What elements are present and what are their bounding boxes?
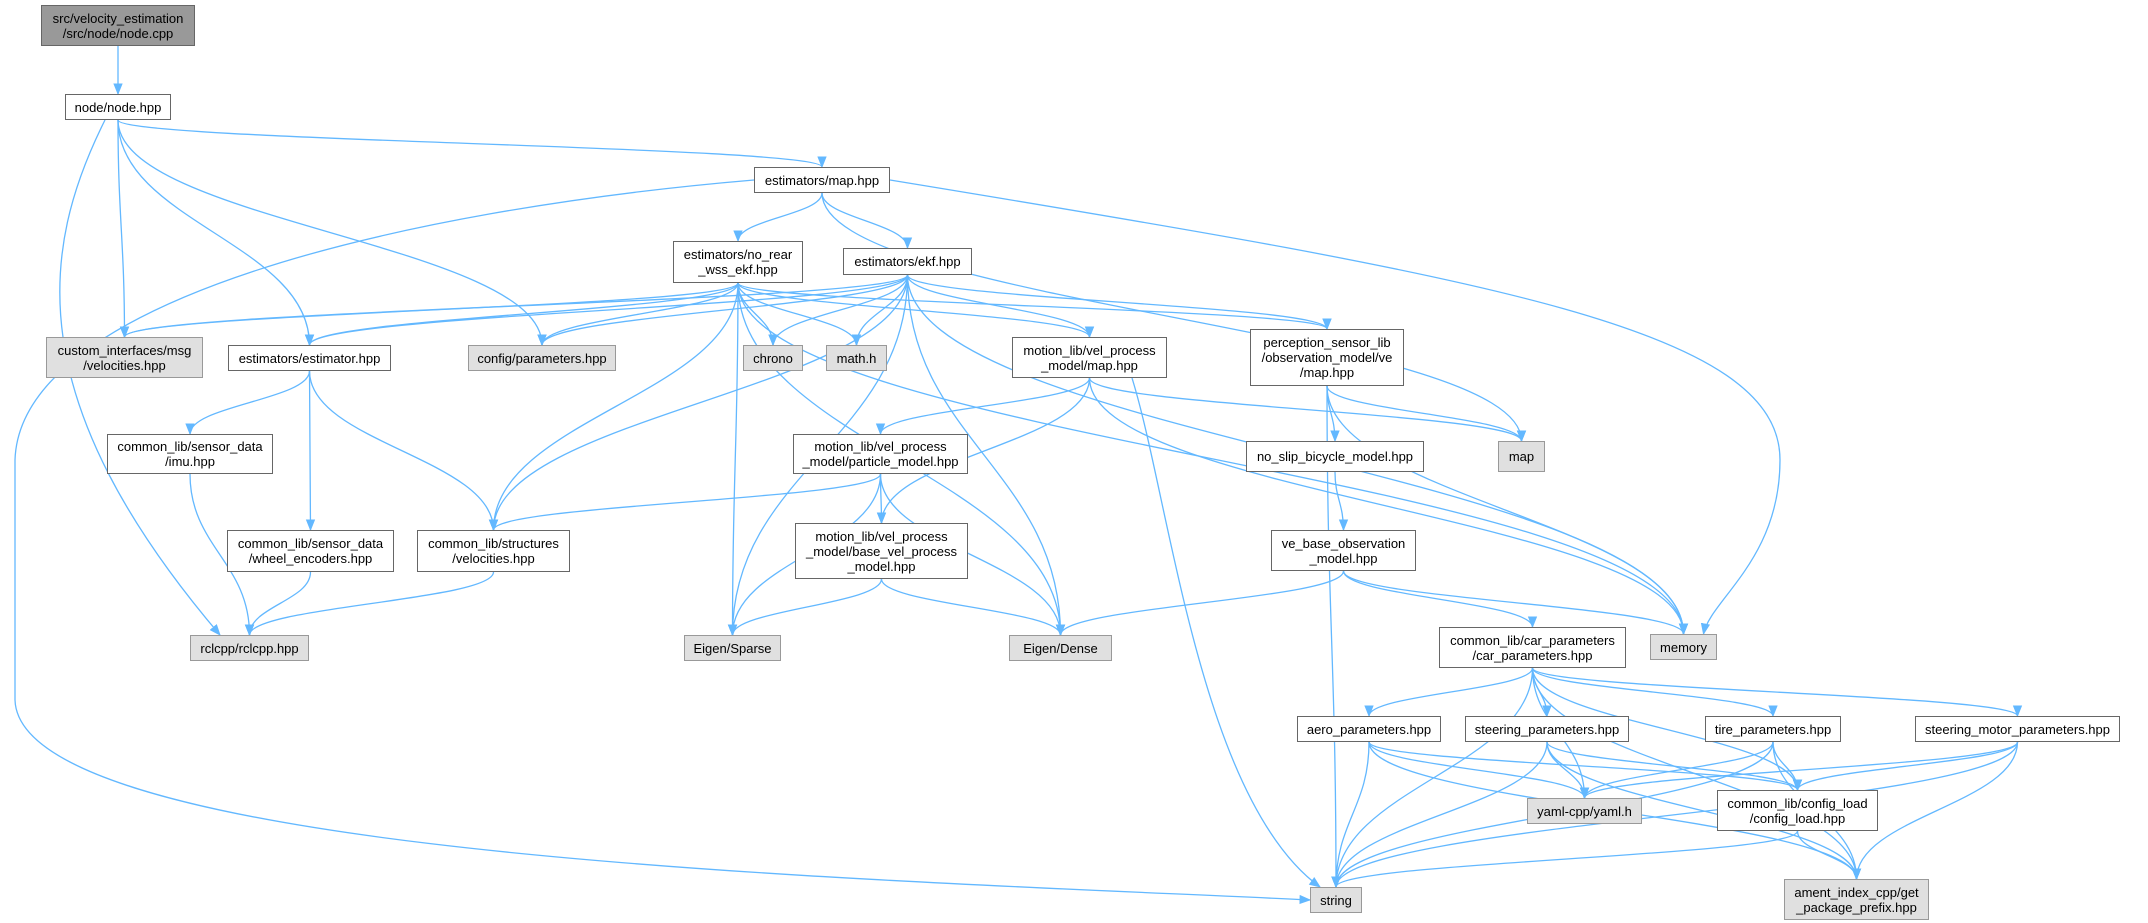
edge-aero-to-string [1331,741,1370,889]
edge-est-map-to-memory [889,179,1781,636]
edge-ekf-to-structures [488,274,909,532]
edge-no-rear-to-structures [488,282,739,532]
edge-no-rear-to-estimator [304,282,739,347]
node-perception[interactable]: perception_sensor_lib /observation_model… [1250,329,1404,386]
node-ekf[interactable]: estimators/ekf.hpp [843,248,972,275]
edge-base-vel-to-dense [880,578,1066,637]
node-map[interactable]: map [1498,441,1545,472]
node-chrono[interactable]: chrono [743,345,803,371]
edge-ekf-to-config-params [537,274,909,347]
edge-motion-map-to-map [1088,377,1527,443]
edge-no-slip-to-ve-base [1334,471,1349,532]
node-steer-motor[interactable]: steering_motor_parameters.hpp [1915,716,2120,742]
node-steering[interactable]: steering_parameters.hpp [1465,716,1629,742]
edge-steer-motor-to-string [1331,741,2019,889]
edge-node-hpp-to-config-params [117,119,547,347]
edge-particle-to-structures [488,473,882,532]
edge-config-load-to-string [1331,830,1799,889]
edge-aero-to-yaml [1368,741,1590,800]
edge-node-hpp-to-custom-if [117,119,130,339]
edge-ekf-to-motion-map [906,274,1095,339]
node-wheel[interactable]: common_lib/sensor_data /wheel_encoders.h… [227,530,394,572]
edge-steering-to-yaml [1546,741,1590,800]
edge-ekf-to-dense [906,274,1066,637]
edge-no-rear-to-perception [737,282,1332,331]
node-config-load[interactable]: common_lib/config_load /config_load.hpp [1717,790,1878,831]
node-estimator[interactable]: estimators/estimator.hpp [228,345,391,371]
edge-car-params-to-tire [1531,667,1778,718]
edge-ekf-to-chrono [768,274,909,347]
node-particle[interactable]: motion_lib/vel_process _model/particle_m… [793,434,968,474]
node-ament[interactable]: ament_index_cpp/get _package_prefix.hpp [1784,879,1929,920]
edge-no-rear-to-math [737,282,862,347]
edge-est-map-to-string [14,179,1312,905]
node-no-rear[interactable]: estimators/no_rear _wss_ekf.hpp [673,241,803,283]
node-tire[interactable]: tire_parameters.hpp [1705,716,1841,742]
node-config-params[interactable]: config/parameters.hpp [468,345,616,371]
edge-motion-map-to-string [1131,377,1321,888]
node-structures[interactable]: common_lib/structures /velocities.hpp [417,530,570,572]
edge-perception-to-memory [1326,385,1689,636]
node-imu[interactable]: common_lib/sensor_data /imu.hpp [107,434,273,474]
edge-ekf-to-perception [906,274,1332,331]
edge-motion-map-to-particle [875,377,1091,436]
edge-no-rear-to-config-params [537,282,739,347]
edge-base-vel-to-sparse [727,578,883,637]
edge-steer-motor-to-yaml [1580,741,2019,800]
node-motion-map[interactable]: motion_lib/vel_process _model/map.hpp [1012,337,1167,378]
node-memory[interactable]: memory [1650,634,1717,660]
edge-est-map-to-no-rear [733,192,823,243]
node-math[interactable]: math.h [826,345,887,371]
node-base-vel[interactable]: motion_lib/vel_process _model/base_vel_p… [795,523,968,579]
edge-node-hpp-to-estimator [117,119,315,347]
edge-ve-base-to-memory [1342,570,1689,636]
edge-est-map-to-ekf [821,192,913,250]
edge-particle-to-dense [879,473,1066,637]
edge-ekf-to-math [851,274,909,347]
edge-steer-motor-to-config-load [1792,741,2019,792]
edge-tire-to-yaml [1579,741,1774,800]
edge-car-params-to-steer-motor [1531,667,2022,718]
edge-estimator-to-wheel [305,370,316,532]
edge-steering-to-ament [1546,741,1862,881]
node-no-slip[interactable]: no_slip_bicycle_model.hpp [1246,441,1424,472]
edge-config-load-to-ament [1796,830,1862,881]
node-root[interactable]: src/velocity_estimation /src/node/node.c… [41,5,195,46]
edge-est-map-to-map [821,192,1527,443]
node-yaml[interactable]: yaml-cpp/yaml.h [1527,798,1642,824]
edge-ve-base-to-dense [1055,570,1345,637]
edge-perception-to-map [1326,385,1527,443]
node-rclcpp[interactable]: rclcpp/rclcpp.hpp [190,635,309,661]
edge-ve-base-to-car-params [1342,570,1538,629]
node-string[interactable]: string [1310,887,1362,913]
edge-steering-to-config-load [1546,741,1803,792]
node-custom-if[interactable]: custom_interfaces/msg /velocities.hpp [46,337,203,378]
edge-motion-map-to-memory [1088,377,1689,636]
edge-ekf-to-custom-if [120,274,909,339]
edge-ekf-to-estimator [305,274,909,347]
edge-motion-map-to-base-vel [876,377,1091,525]
node-node-hpp[interactable]: node/node.hpp [65,94,171,120]
edge-node-hpp-to-est-map [117,119,827,169]
edge-no-rear-to-sparse [727,282,739,637]
edge-steering-to-string [1331,741,1548,889]
node-sparse[interactable]: Eigen/Sparse [684,635,781,661]
node-car-params[interactable]: common_lib/car_parameters /car_parameter… [1439,627,1626,668]
edge-car-params-to-aero [1364,667,1534,718]
edge-structures-to-rclcpp [244,571,495,637]
node-ve-base[interactable]: ve_base_observation _model.hpp [1271,530,1416,571]
edge-steer-motor-to-ament [1851,741,2019,881]
node-dense[interactable]: Eigen/Dense [1009,635,1112,661]
edge-estimator-to-imu [185,370,311,436]
node-aero[interactable]: aero_parameters.hpp [1297,716,1441,742]
edge-imu-to-rclcpp [189,473,255,637]
edge-car-params-to-config-load [1531,667,1803,792]
edge-no-rear-to-motion-map [737,282,1095,339]
node-est-map[interactable]: estimators/map.hpp [754,167,890,193]
edge-estimator-to-structures [308,370,499,532]
edge-aero-to-config-load [1368,741,1802,792]
